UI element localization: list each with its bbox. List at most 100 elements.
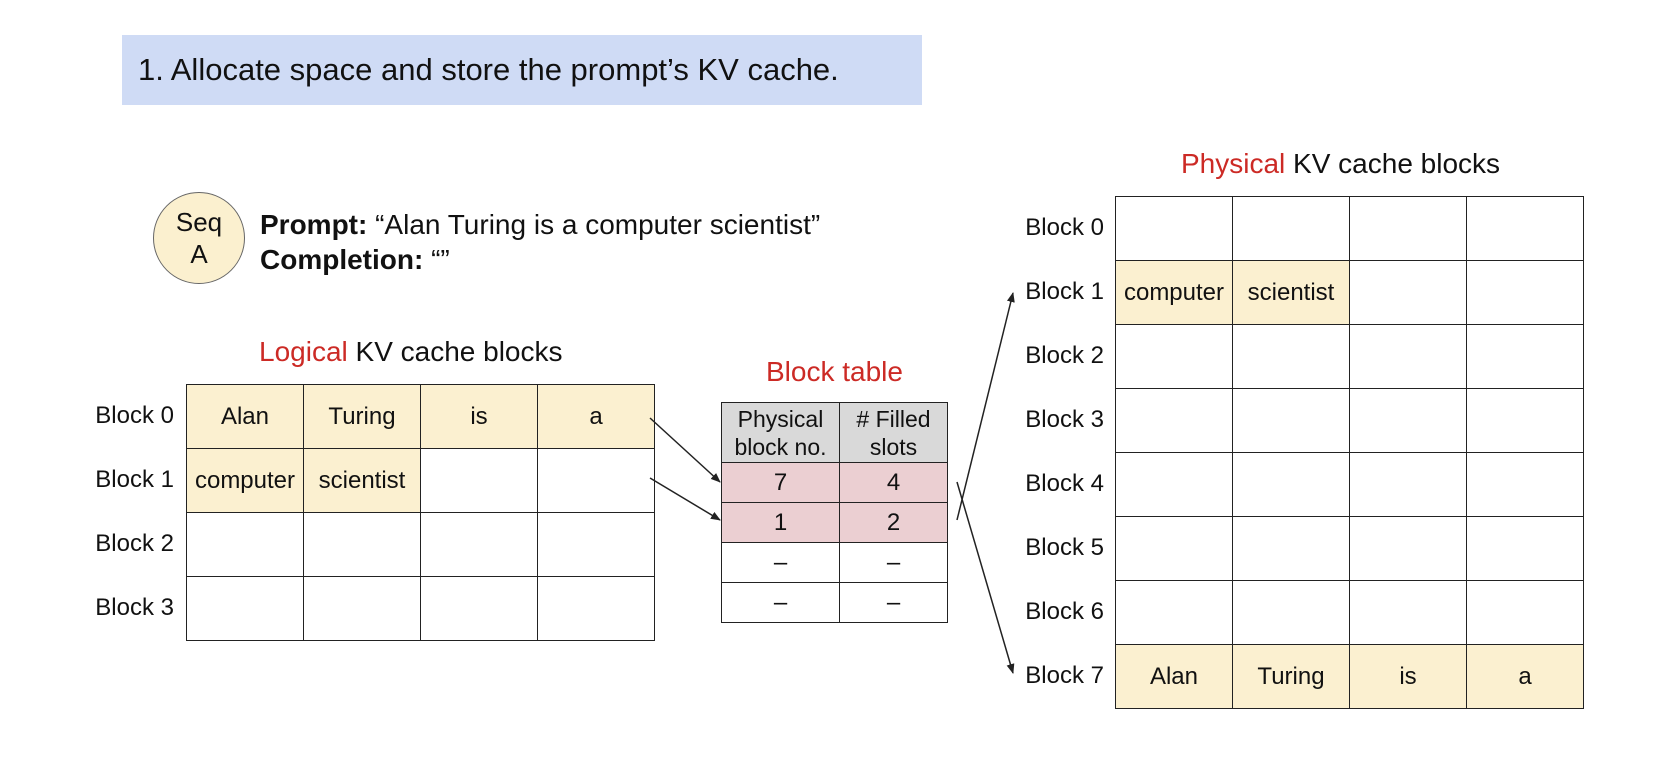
physical-block-row: [1115, 452, 1584, 517]
physical-slot: [1349, 324, 1467, 389]
physical-slot: [1115, 580, 1233, 645]
physical-title-highlight: Physical: [1181, 148, 1286, 179]
prompt-text: “Alan Turing is a computer scientist”: [367, 209, 821, 240]
block-table-title: Block table: [766, 356, 903, 387]
physical-slot: [1232, 516, 1350, 581]
physical-block-row: [1115, 196, 1584, 261]
physical-slot: [1232, 196, 1350, 261]
logical-slot: [420, 448, 538, 513]
logical-block-label: Block 1: [95, 466, 174, 493]
block-table-filled-cell: –: [839, 542, 948, 583]
arrow-table-row1-to-physical-block1: [956, 292, 1015, 521]
block-table-row: ––: [721, 542, 948, 583]
physical-slot: Turing: [1232, 644, 1350, 709]
logical-blocks-title: Logical KV cache blocks: [259, 336, 563, 368]
logical-slot: [303, 576, 421, 641]
physical-title-rest: KV cache blocks: [1285, 148, 1501, 179]
logical-slot: Alan: [186, 384, 304, 449]
completion-label: Completion:: [260, 244, 424, 275]
logical-slot: [420, 512, 538, 577]
sequence-badge: Seq A: [153, 192, 245, 284]
physical-slot: [1466, 196, 1584, 261]
logical-title-highlight: Logical: [259, 336, 348, 367]
block-table-row: ––: [721, 582, 948, 623]
physical-slot: [1115, 388, 1233, 453]
logical-block-label: Block 0: [95, 402, 174, 429]
logical-slot: [537, 576, 655, 641]
physical-slot: [1466, 580, 1584, 645]
physical-block-label: Block 5: [1025, 534, 1104, 561]
block-table-physical-cell: –: [721, 542, 840, 583]
physical-slot: [1466, 260, 1584, 325]
block-table-filled-cell: 4: [839, 462, 948, 503]
block-table-header-physical: Physical block no.: [721, 402, 840, 463]
physical-slot: [1349, 388, 1467, 453]
logical-slot: [537, 448, 655, 513]
logical-slot: is: [420, 384, 538, 449]
logical-slot: [186, 512, 304, 577]
physical-slot: [1466, 452, 1584, 517]
physical-slot: computer: [1115, 260, 1233, 325]
physical-slot: [1466, 388, 1584, 453]
logical-slot: [303, 512, 421, 577]
arrow-logical-block0-to-table-row0: [649, 417, 721, 483]
logical-slot: Turing: [303, 384, 421, 449]
physical-slot: [1232, 580, 1350, 645]
logical-slot: [186, 576, 304, 641]
physical-slot: [1115, 452, 1233, 517]
completion-line: Completion: “”: [260, 244, 450, 276]
logical-block-label: Block 3: [95, 594, 174, 621]
physical-block-row: [1115, 388, 1584, 453]
physical-block-label: Block 3: [1025, 406, 1104, 433]
physical-slot: [1466, 324, 1584, 389]
physical-slot: is: [1349, 644, 1467, 709]
physical-slot: [1349, 196, 1467, 261]
physical-block-label: Block 7: [1025, 662, 1104, 689]
prompt-label: Prompt:: [260, 209, 368, 240]
logical-slot: computer: [186, 448, 304, 513]
step-title: 1. Allocate space and store the prompt’s…: [138, 52, 839, 87]
physical-slot: [1349, 580, 1467, 645]
physical-slot: [1232, 324, 1350, 389]
physical-block-label: Block 2: [1025, 342, 1104, 369]
logical-block-label: Block 2: [95, 530, 174, 557]
sequence-badge-line2: A: [190, 239, 208, 269]
arrow-table-row0-to-physical-block7: [956, 481, 1015, 674]
logical-block-row: [186, 512, 655, 577]
block-table-physical-cell: 7: [721, 462, 840, 503]
physical-slot: [1349, 452, 1467, 517]
physical-slot: [1466, 516, 1584, 581]
logical-slot: [420, 576, 538, 641]
physical-slot: [1349, 260, 1467, 325]
physical-slot: [1349, 516, 1467, 581]
block-table-filled-cell: 2: [839, 502, 948, 543]
logical-block-row: [186, 576, 655, 641]
physical-block-label: Block 1: [1025, 278, 1104, 305]
block-table-header-filled: # Filled slots: [839, 402, 948, 463]
physical-block-row: [1115, 580, 1584, 645]
logical-slot: scientist: [303, 448, 421, 513]
physical-block-label: Block 4: [1025, 470, 1104, 497]
physical-block-label: Block 0: [1025, 214, 1104, 241]
physical-slot: [1115, 196, 1233, 261]
physical-slot: [1115, 324, 1233, 389]
logical-slot: [537, 512, 655, 577]
block-table-filled-cell: –: [839, 582, 948, 623]
physical-block-row: [1115, 516, 1584, 581]
block-table-physical-cell: 1: [721, 502, 840, 543]
step-title-banner: 1. Allocate space and store the prompt’s…: [122, 35, 922, 105]
completion-text: “”: [423, 244, 450, 275]
physical-block-row: [1115, 324, 1584, 389]
physical-slot: a: [1466, 644, 1584, 709]
block-table-physical-cell: –: [721, 582, 840, 623]
logical-title-rest: KV cache blocks: [347, 336, 563, 367]
